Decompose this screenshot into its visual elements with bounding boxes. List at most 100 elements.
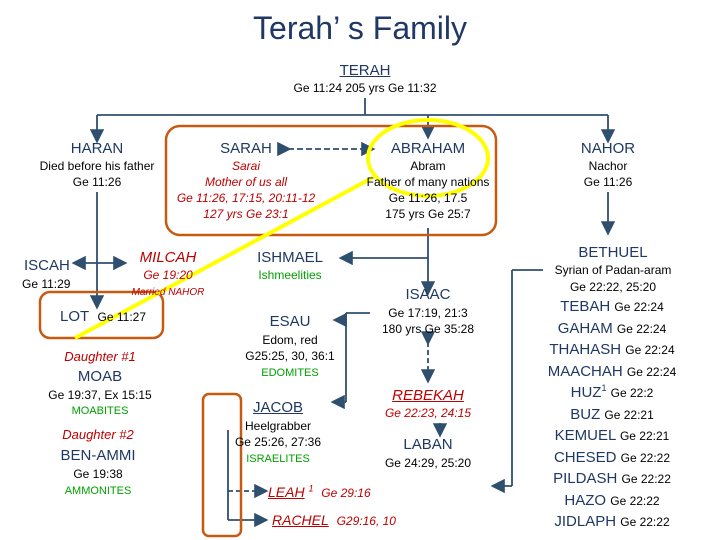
- milcah-name: MILCAH: [139, 249, 197, 266]
- bethuel-name: BETHUEL: [578, 244, 648, 261]
- iscah-name: ISCAH: [24, 257, 70, 274]
- nahor-son-4: HUZ1 Ge 22:2: [570, 383, 654, 402]
- abraham-alt: Abram: [410, 159, 446, 173]
- son-name: JIDLAPH: [554, 513, 617, 530]
- son-name: THAHASH: [549, 341, 622, 358]
- nahor-son-6: KEMUEL Ge 22:21: [555, 427, 670, 444]
- sarah-name: SARAH: [220, 140, 272, 157]
- milcah-note: Married NAHOR: [131, 287, 205, 298]
- nahor-son-2: THAHASH Ge 22:24: [549, 341, 674, 358]
- son-ref: Ge 22:22: [621, 472, 671, 486]
- jacob-desc: Heelgrabber: [244, 419, 312, 433]
- daughter1-label: Daughter #1: [64, 349, 136, 364]
- laban-refs: Ge 24:29, 25:20: [384, 456, 472, 470]
- son-sup: 1: [601, 383, 607, 393]
- jacob-box: [201, 392, 243, 538]
- abraham-refs: Ge 11:26, 17.5: [388, 191, 468, 205]
- sarah-refs: Ge 11:26, 17:15, 20:11-12: [176, 191, 316, 205]
- haran-ref: Ge 11:26: [72, 175, 122, 189]
- rebekah-refs: Ge 22:23, 24:15: [384, 406, 472, 420]
- son-ref: Ge 22:22: [610, 493, 660, 508]
- son-name: GAHAM: [557, 319, 613, 337]
- haran-note: Died before his father: [39, 159, 155, 173]
- israelites-label: ISRAELITES: [246, 453, 310, 465]
- ben-ammi-name: BEN-AMMI: [60, 447, 136, 464]
- iscah-ref: Ge 11:29: [22, 277, 71, 291]
- moab-name: MOAB: [77, 368, 123, 385]
- abraham-sarah-box: [164, 124, 498, 237]
- son-ref: Ge 22:22: [620, 515, 670, 529]
- nahor-name: NAHOR: [580, 140, 636, 157]
- nahor-ref: Ge 11:26: [583, 175, 633, 189]
- nahor-alt: Nachor: [588, 159, 628, 173]
- abraham-desc: Father of many nations: [366, 175, 490, 189]
- nahor-son-0: TEBAH Ge 22:24: [560, 298, 664, 315]
- son-name: MAACHAH: [547, 362, 623, 380]
- sarah-desc: Mother of us all: [204, 175, 288, 189]
- son-name: KEMUEL: [554, 427, 616, 444]
- abraham-name: ABRAHAM: [390, 140, 466, 157]
- leah-name: LEAH: [268, 484, 305, 500]
- son-name: PILDASH: [553, 470, 618, 487]
- jacob-name: JACOB: [252, 399, 304, 416]
- son-name: HAZO: [564, 491, 607, 509]
- son-ref: Ge 22:24: [625, 343, 675, 357]
- moab-refs: Ge 19:37, Ex 15:15: [48, 388, 152, 402]
- terah-name: TERAH: [339, 62, 391, 79]
- son-ref: Ge 22:21: [604, 407, 654, 422]
- leah-refs: Ge 29:16: [321, 486, 371, 500]
- nahor-son-8: PILDASH Ge 22:22: [553, 470, 671, 487]
- daughter2-label: Daughter #2: [62, 427, 134, 442]
- ishmael-people: Ishmeelities: [258, 268, 322, 282]
- son-ref: Ge 22:24: [616, 321, 667, 336]
- lot-name: LOT: [60, 308, 90, 325]
- highlight-stroke: [74, 176, 373, 340]
- isaac-age: 180 yrs Ge 35:28: [381, 322, 475, 336]
- son-ref: Ge 22:22: [620, 450, 671, 465]
- son-ref: Ge 22:2: [610, 386, 654, 400]
- rachel-line: RACHEL G29:16, 10: [272, 512, 396, 529]
- terah-info: Ge 11:24 205 yrs Ge 11:32: [293, 81, 437, 95]
- son-name: CHESED: [553, 448, 617, 466]
- abraham-highlight: [366, 118, 490, 198]
- moabites-label: MOABITES: [71, 405, 129, 417]
- laban-name: LABAN: [403, 436, 453, 453]
- son-name: BUZ: [570, 405, 601, 423]
- ishmael-name: ISHMAEL: [257, 249, 323, 266]
- nahor-son-9: HAZO Ge 22:22: [564, 492, 659, 509]
- abraham-age: 175 yrs Ge 25:7: [385, 207, 471, 221]
- son-name: TEBAH: [560, 298, 611, 315]
- jacob-refs: Ge 25:26, 27:36: [234, 435, 322, 449]
- esau-name: ESAU: [269, 313, 311, 330]
- nahor-son-10: JIDLAPH Ge 22:22: [554, 513, 669, 530]
- esau-desc: Edom, red: [262, 333, 318, 347]
- ammonites-label: AMMONITES: [64, 485, 132, 497]
- sarah-age: 127 yrs Ge 23:1: [203, 207, 289, 221]
- page-title: Terah’ s Family: [253, 10, 467, 46]
- haran-name: HARAN: [70, 140, 124, 157]
- nahor-son-1: GAHAM Ge 22:24: [558, 320, 667, 337]
- isaac-refs: Ge 17:19, 21:3: [388, 306, 468, 320]
- nahor-son-5: BUZ Ge 22:21: [570, 406, 654, 423]
- nahor-son-3: MAACHAH Ge 22:24: [548, 363, 677, 380]
- edomites-label: EDOMITES: [261, 367, 319, 379]
- ben-ammi-refs: Ge 19:38: [73, 467, 123, 481]
- bethuel-refs: Ge 22:22, 25:20: [569, 280, 657, 294]
- son-ref: Ge 22:24: [614, 300, 664, 314]
- isaac-name: ISAAC: [405, 286, 451, 303]
- lot-line: LOT Ge 11:27: [60, 308, 146, 325]
- son-name: HUZ: [570, 384, 602, 401]
- son-ref: Ge 22:21: [619, 429, 670, 443]
- rebekah-name: REBEKAH: [392, 387, 464, 404]
- nahor-son-7: CHESED Ge 22:22: [554, 449, 670, 466]
- bethuel-desc: Syrian of Padan-aram: [554, 263, 672, 277]
- esau-refs: G25:25, 30, 36:1: [245, 349, 335, 363]
- leah-sup: 1: [308, 483, 314, 494]
- lot-ref: Ge 11:27: [97, 310, 147, 324]
- lot-box: [38, 290, 165, 340]
- sarah-alt: Sarai: [231, 159, 261, 173]
- rachel-name: RACHEL: [272, 512, 329, 528]
- leah-line: LEAH 1 Ge 29:16: [268, 484, 371, 501]
- rachel-refs: G29:16, 10: [336, 514, 396, 528]
